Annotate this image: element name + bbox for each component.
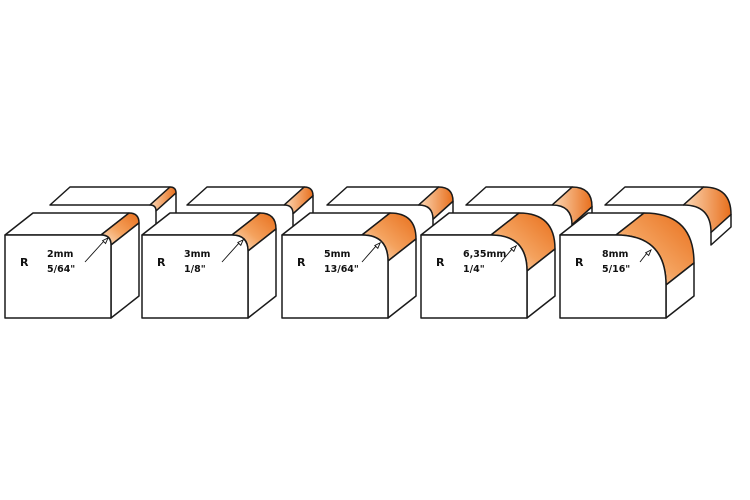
front-face	[281, 234, 389, 319]
leader-line	[500, 248, 513, 263]
leader-line	[84, 240, 105, 263]
profile-block: R 6,35mm 1/4"	[420, 186, 593, 319]
radius-metric-label: 6,35mm	[463, 249, 506, 260]
front-face	[4, 234, 112, 319]
radius-imperial-label: 5/64"	[47, 264, 75, 275]
front-face	[420, 234, 528, 319]
radius-metric-label: 2mm	[47, 249, 74, 260]
front-face	[559, 234, 667, 319]
radius-imperial-label: 1/4"	[463, 264, 485, 275]
radius-imperial-label: 5/16"	[602, 264, 630, 275]
profile-block: R 3mm 1/8"	[141, 186, 314, 319]
radius-imperial-label: 1/8"	[184, 264, 206, 275]
leader-arrow	[237, 238, 245, 247]
leader-arrow	[644, 249, 652, 257]
leader-line	[221, 242, 240, 263]
back-side-face	[710, 213, 732, 246]
leader-arrow	[510, 244, 518, 253]
leader-arrow	[101, 237, 109, 245]
front-face	[141, 234, 249, 319]
profile-block: R 8mm 5/16"	[559, 186, 732, 319]
radius-metric-label: 5mm	[324, 249, 351, 260]
leader-arrow	[374, 241, 382, 250]
radius-prefix-label: R	[20, 256, 29, 269]
radius-prefix-label: R	[297, 256, 306, 269]
radius-metric-label: 8mm	[602, 249, 629, 260]
radius-prefix-label: R	[436, 256, 445, 269]
radius-imperial-label: 13/64"	[324, 264, 359, 275]
radius-prefix-label: R	[575, 256, 584, 269]
leader-line	[361, 245, 377, 263]
profile-block: R 2mm 5/64"	[4, 186, 177, 319]
radius-prefix-label: R	[157, 256, 166, 269]
leader-line	[639, 252, 648, 263]
radius-metric-label: 3mm	[184, 249, 211, 260]
